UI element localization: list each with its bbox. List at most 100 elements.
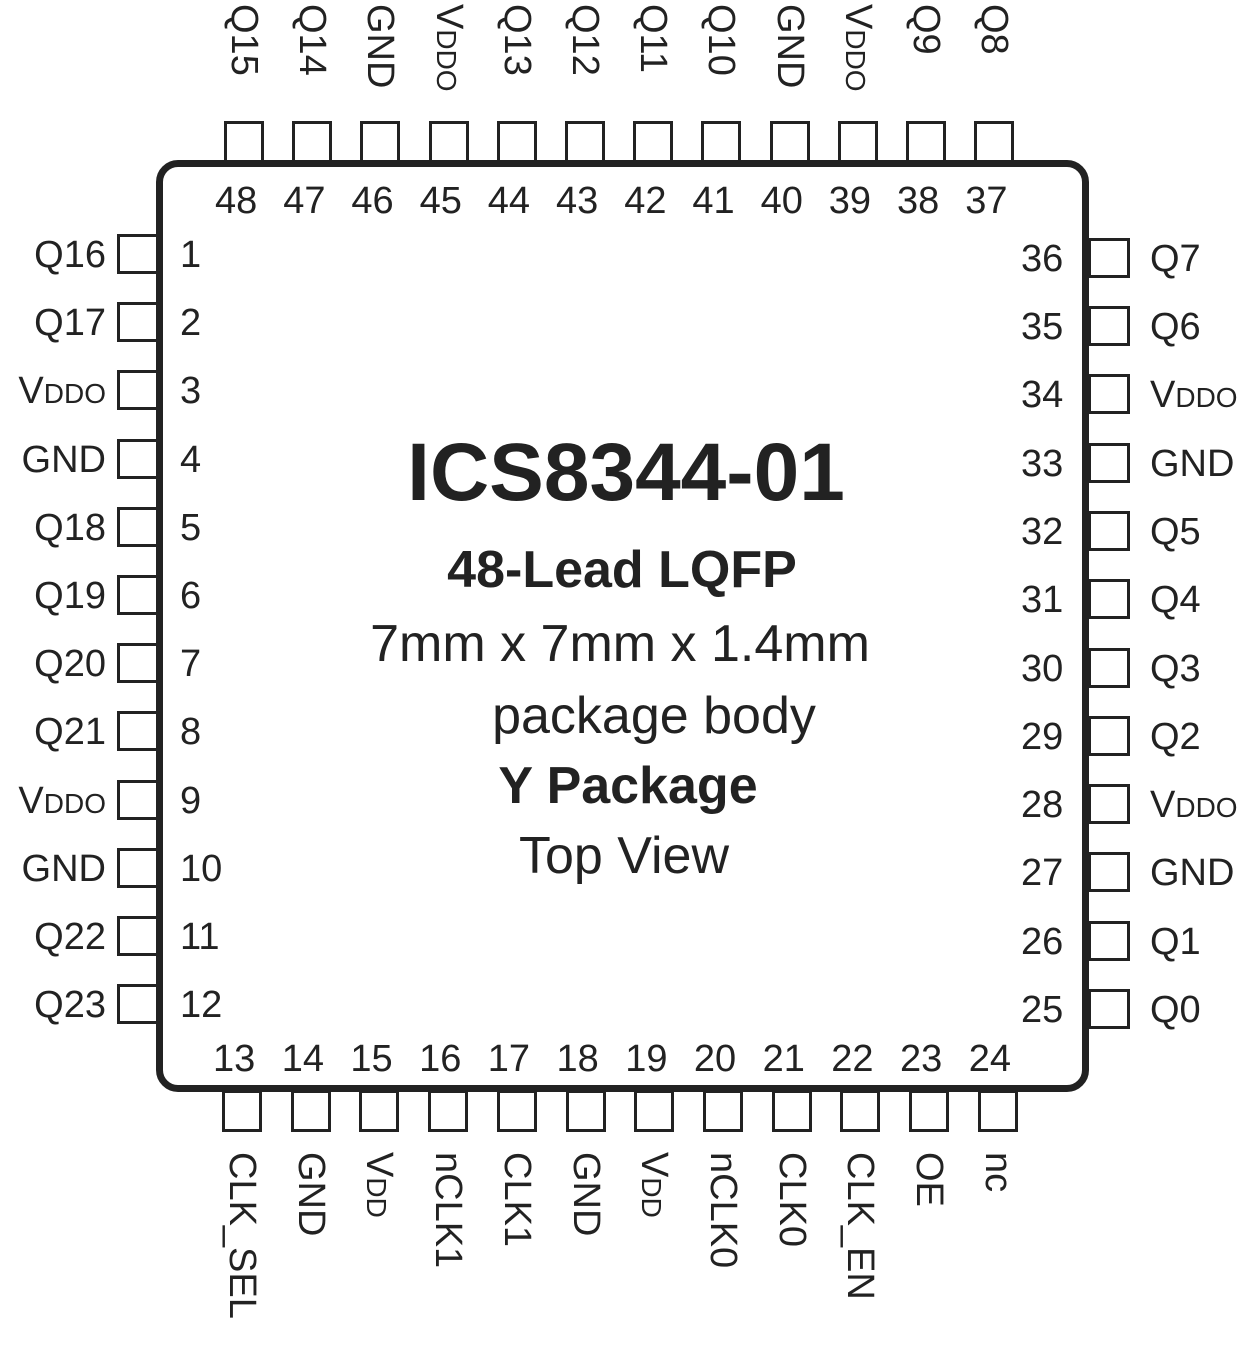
pin-29-label: Q2 (1150, 718, 1201, 756)
pin-name-text: Q18 (34, 506, 106, 549)
pin-30-number: 30 (1021, 647, 1064, 690)
pin-9-pad (117, 779, 159, 820)
pin-43-label: Q12 (564, 4, 606, 76)
pin-11-label: Q22 (34, 918, 106, 956)
pin-name-subscript: DD (361, 1177, 393, 1218)
pin-47-pad (292, 121, 333, 163)
pin-21-pad (771, 1090, 812, 1132)
pin-name-text: OE (908, 1152, 950, 1207)
pin-name-text: nCLK0 (701, 1152, 744, 1269)
pin-2-number: 2 (180, 302, 202, 345)
pin-29-pad (1088, 715, 1130, 756)
pin-29-number: 29 (1021, 715, 1064, 758)
pin-37-label: Q8 (973, 4, 1016, 55)
pin-35-pad (1088, 306, 1130, 346)
pin-23-label: OE (908, 1152, 950, 1207)
pin-name-text: Q16 (34, 234, 106, 276)
pin-14-pad (290, 1090, 331, 1132)
pin-30-pad (1088, 647, 1130, 688)
pin-name-text: V (427, 4, 470, 30)
pin-name-text: Q12 (564, 4, 606, 76)
pin-name-text: Q7 (1150, 237, 1201, 280)
pin-40-label: GND (769, 4, 811, 88)
pin-18-pad (565, 1090, 606, 1132)
pin-name-text: Q15 (223, 4, 265, 76)
pin-name-text: Q4 (1150, 579, 1201, 622)
pin-14-number: 14 (281, 1038, 324, 1080)
pin-42-pad (633, 121, 674, 163)
pin-19-pad (634, 1090, 675, 1132)
pin-13-label: CLK_SEL (221, 1152, 263, 1319)
pin-34-label: VDDO (1150, 376, 1238, 417)
pin-name-text: GND (1150, 852, 1235, 895)
pin-8-pad (117, 711, 159, 752)
pin-45-label: VDDO (427, 4, 470, 92)
pin-16-label: nCLK1 (427, 1152, 469, 1268)
pin-31-label: Q4 (1150, 581, 1201, 619)
pin-name-text: GND (21, 438, 106, 481)
pin-name-subscript: DDO (839, 29, 871, 92)
pin-34-number: 34 (1021, 374, 1064, 417)
pin-7-label: Q20 (34, 645, 106, 683)
pin-48-label: Q15 (223, 4, 265, 76)
pin-37-number: 37 (965, 180, 1008, 222)
pin-31-number: 31 (1021, 579, 1064, 622)
pin-11-number: 11 (180, 916, 220, 958)
pin-name-text: Q10 (700, 4, 743, 76)
pin-name-text: GND (564, 1152, 607, 1237)
pin-17-label: CLK1 (496, 1152, 538, 1247)
pin-1-number: 1 (180, 234, 202, 276)
chip-body-outline (156, 160, 1089, 1092)
pin-name-text: Q17 (34, 302, 106, 345)
pin-44-label: Q13 (495, 4, 538, 76)
pin-14-label: GND (289, 1152, 332, 1237)
pin-21-label: CLK0 (770, 1152, 813, 1248)
pin-33-pad (1088, 442, 1130, 483)
pin-name-text: CLK_EN (839, 1152, 882, 1300)
pin-name-text: Q19 (34, 575, 106, 617)
pin-39-number: 39 (828, 180, 872, 222)
pin-1-label: Q16 (34, 236, 106, 274)
pin-name-text: GND (289, 1152, 332, 1237)
pin-47-number: 47 (283, 180, 326, 222)
pin-18-label: GND (564, 1152, 607, 1237)
pin-44-number: 44 (487, 180, 531, 222)
pin-22-number: 22 (831, 1038, 874, 1080)
pin-13-number: 13 (213, 1038, 256, 1080)
pin-46-pad (360, 121, 401, 163)
pin-27-label: GND (1150, 854, 1234, 892)
pin-name-text: V (18, 779, 44, 822)
pin-name-text: Q20 (34, 643, 106, 686)
pin-43-number: 43 (556, 180, 599, 222)
pin-6-number: 6 (180, 575, 202, 617)
pin-40-pad (769, 121, 810, 163)
pin-42-label: Q11 (632, 4, 674, 73)
pin-19-label: VDD (632, 1152, 675, 1218)
pin-32-number: 32 (1021, 510, 1064, 553)
pin-22-label: CLK_EN (839, 1152, 882, 1300)
pin-31-pad (1088, 579, 1130, 620)
pin-name-text: CLK0 (770, 1152, 813, 1248)
pin-45-pad (428, 121, 469, 163)
pin-21-number: 21 (762, 1038, 805, 1080)
pin-9-number: 9 (180, 779, 202, 822)
pin-36-pad (1088, 237, 1130, 278)
pin-name-text: Q2 (1150, 715, 1201, 758)
pin-25-number: 25 (1021, 989, 1064, 1031)
pin-16-number: 16 (419, 1038, 462, 1080)
pin-name-text: Q8 (973, 4, 1016, 55)
pin-11-pad (117, 916, 159, 956)
pin-20-pad (702, 1090, 743, 1132)
pin-36-number: 36 (1021, 237, 1064, 280)
view-line: Top View (518, 827, 730, 885)
pin-48-pad (224, 121, 264, 163)
pin-20-number: 20 (693, 1038, 737, 1080)
pin-name-text: Q6 (1150, 306, 1201, 348)
pin-15-pad (359, 1090, 400, 1132)
pin-6-pad (117, 575, 159, 615)
pin-18-number: 18 (556, 1038, 599, 1080)
pin-name-text: V (1150, 374, 1176, 417)
pin-name-text: Q13 (495, 4, 538, 76)
pin-8-number: 8 (180, 711, 202, 754)
pin-name-subscript: DDO (43, 787, 106, 819)
